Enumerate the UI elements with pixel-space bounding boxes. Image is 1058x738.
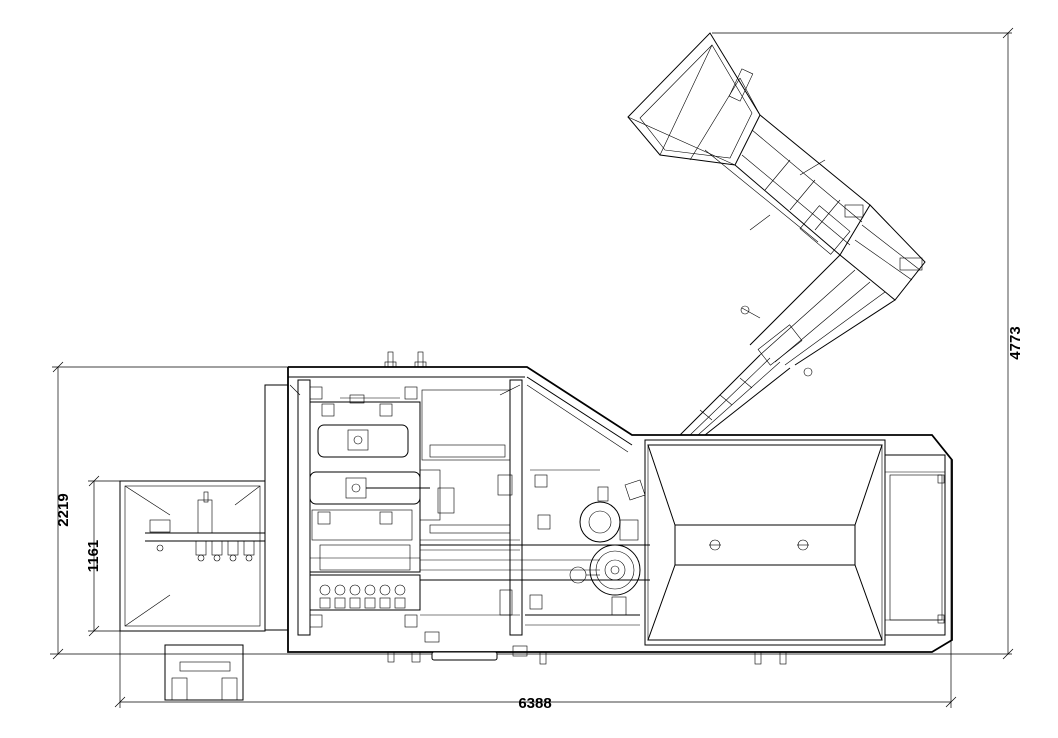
- machine-frame: [119, 351, 953, 701]
- valve-row: [319, 584, 406, 609]
- dim-total-width: 6388: [518, 695, 551, 712]
- feet: [387, 631, 787, 665]
- dim-total-height: 4773: [1007, 326, 1024, 359]
- dim-inner-height: 1161: [85, 540, 102, 573]
- dim-body-height: 2219: [55, 493, 72, 526]
- dimension-lines: [50, 27, 1014, 708]
- wing-fittings: [195, 540, 255, 562]
- inclined-conveyor: [627, 32, 926, 436]
